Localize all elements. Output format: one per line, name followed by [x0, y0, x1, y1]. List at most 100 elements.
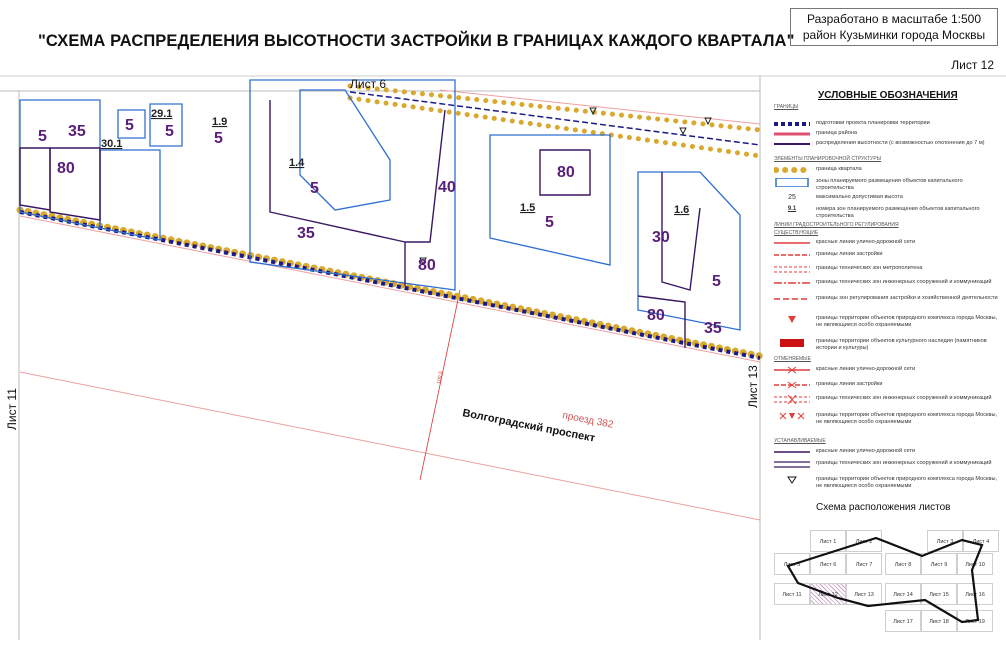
zone-block — [299, 89, 391, 211]
legend-symbol — [774, 266, 810, 273]
legend-section: ЭЛЕМЕНТЫ ПЛАНИРОВОЧНОЙ СТРУКТУРЫ — [774, 156, 882, 162]
legend-section: СУЩЕСТВУЮЩИЕ — [774, 230, 819, 236]
scheme-cell-current: Лист 12 — [810, 583, 846, 605]
zone-number: 29.1 — [151, 108, 172, 120]
legend-symbol — [774, 395, 810, 404]
scheme-cell: Лист 16 — [957, 583, 993, 605]
legend-title: УСЛОВНЫЕ ОБОЗНАЧЕНИЯ — [818, 90, 958, 101]
legend-symbol — [774, 242, 810, 244]
scheme-cell: Лист 5 — [774, 553, 810, 575]
zone-number: 1.9 — [212, 116, 227, 128]
height-label: 35 — [704, 320, 722, 337]
boundary-marker — [704, 117, 712, 126]
height-label: 35 — [297, 225, 315, 242]
scheme-cell: Лист 17 — [885, 610, 921, 632]
sheet-number: Лист 12 — [951, 58, 994, 72]
red-line — [19, 371, 761, 521]
zone-block — [149, 103, 183, 147]
legend-symbol — [780, 339, 804, 347]
quarter-boundary — [347, 95, 763, 159]
scheme-cell: Лист 2 — [846, 530, 882, 552]
height-zone — [19, 147, 51, 211]
legend-symbol — [774, 143, 810, 145]
legend-symbol — [774, 132, 810, 136]
height-zone — [269, 100, 406, 286]
height-label: 40 — [438, 179, 456, 196]
dimension-label: 100,0 — [436, 371, 444, 385]
height-label: 5 — [38, 128, 47, 145]
legend-symbol — [774, 254, 810, 256]
scheme-cell: Лист 8 — [885, 553, 921, 575]
scale-box: Разработано в масштабе 1:500 район Кузьм… — [790, 8, 998, 46]
legend-section: ГРАНИЦЫ — [774, 104, 799, 110]
project-boundary — [19, 210, 761, 360]
height-label: 80 — [647, 307, 665, 324]
project-boundary — [349, 91, 761, 146]
dimension-line — [419, 289, 461, 481]
district-line: район Кузьминки города Москвы — [802, 28, 986, 42]
zone-number: 1.5 — [520, 202, 535, 214]
scheme-cell: Лист 6 — [810, 553, 846, 575]
page-title: "СХЕМА РАСПРЕДЕЛЕНИЯ ВЫСОТНОСТИ ЗАСТРОЙК… — [38, 32, 795, 50]
legend-symbol — [774, 282, 810, 284]
legend-symbol — [787, 476, 797, 484]
height-label: 5 — [545, 214, 554, 231]
sheet-ref-left: Лист 11 — [5, 388, 19, 430]
scheme-cell: Лист 13 — [846, 583, 882, 605]
zone-block — [489, 134, 611, 266]
boundary-marker — [419, 257, 427, 266]
legend-section: ОТМЕНЯЕМЫЕ — [774, 356, 811, 362]
zone-block — [117, 109, 146, 139]
boundary-marker — [589, 107, 597, 116]
sheet-ref-top: Лист 6 — [350, 77, 386, 91]
scheme-cell: Лист 1 — [810, 530, 846, 552]
legend-symbol — [779, 412, 805, 420]
height-zone — [539, 149, 591, 196]
zone-number: 1.6 — [674, 204, 689, 216]
legend-symbol — [788, 316, 796, 323]
height-zone — [637, 295, 686, 348]
height-label: 80 — [557, 164, 575, 181]
scheme-cell: Лист 10 — [957, 553, 993, 575]
legend-symbol — [775, 178, 809, 187]
legend-symbol — [774, 366, 810, 374]
legend-symbol — [774, 461, 810, 468]
scheme-cell: Лист 9 — [921, 553, 957, 575]
legend-symbol — [774, 167, 810, 173]
legend-symbol — [774, 451, 810, 453]
height-zone — [661, 172, 701, 291]
scheme-cell: Лист 4 — [963, 530, 999, 552]
boundary-marker — [679, 127, 687, 136]
scheme-cell: Лист 11 — [774, 583, 810, 605]
height-label: 5 — [125, 117, 134, 134]
height-label: 5 — [165, 123, 174, 140]
zone-block — [637, 171, 741, 331]
legend-symbol — [774, 298, 810, 300]
height-zone — [49, 147, 101, 221]
scheme-cell: Лист 7 — [846, 553, 882, 575]
scheme-cell: Лист 18 — [921, 610, 957, 632]
scheme-cell: Лист 19 — [957, 610, 993, 632]
height-label: 30 — [652, 229, 670, 246]
height-label: 35 — [68, 123, 86, 140]
scheme-cell: Лист 14 — [885, 583, 921, 605]
zone-block — [249, 79, 456, 291]
height-label: 5 — [214, 130, 223, 147]
legend-symbol: 9.1 — [787, 206, 797, 212]
red-line — [439, 89, 761, 125]
height-label: 80 — [418, 257, 436, 274]
legend-symbol — [774, 381, 810, 389]
legend-symbol — [774, 122, 810, 126]
legend-symbol: 25 — [788, 194, 796, 201]
scheme-title: Схема расположения листов — [816, 502, 951, 513]
scale-line: Разработано в масштабе 1:500 — [806, 12, 982, 26]
zone-number: 30.1 — [101, 138, 122, 150]
height-label: 5 — [712, 273, 721, 290]
height-label: 80 — [57, 160, 75, 177]
zone-number: 1.4 — [289, 157, 305, 169]
legend-section: ЛИНИИ ГРАДОСТРОИТЕЛЬНОГО РЕГУЛИРОВАНИЯ — [774, 222, 899, 228]
height-label: 5 — [310, 180, 319, 197]
quarter-boundary — [347, 83, 763, 133]
quarter-boundary — [16, 206, 764, 360]
